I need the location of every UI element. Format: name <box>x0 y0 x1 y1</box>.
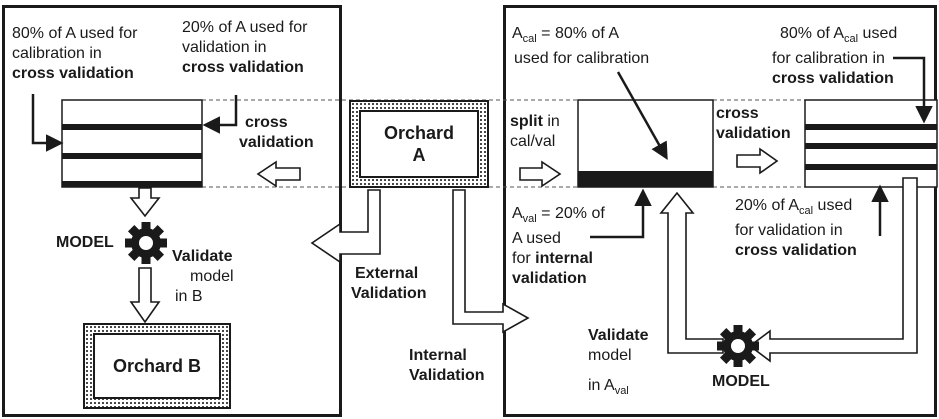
orchard-a-box: Orchard A <box>349 100 489 188</box>
orchard-b-box: Orchard B <box>83 323 231 409</box>
arrow-model-to-orchard-b <box>129 267 161 324</box>
right-cal-cv-note: 80% of Acal used for calibration in cros… <box>772 25 898 88</box>
left-val-note: 20% of A used for validation in cross va… <box>182 19 308 76</box>
aval-note: Aval = 20% of A used for internal valida… <box>512 205 605 288</box>
left-model-label: MODEL <box>56 234 114 251</box>
arrow-val-left <box>202 95 238 134</box>
right-cv-label: cross validation <box>716 105 791 142</box>
left-stripe-2 <box>62 153 202 159</box>
dashed-guides <box>202 99 805 188</box>
gear-icon <box>125 222 167 264</box>
left-stripe-1 <box>62 124 202 130</box>
arrow-acal <box>616 71 668 161</box>
thin-arrows <box>31 56 933 239</box>
gear-icon <box>717 325 759 367</box>
arrow-cal-right <box>893 56 933 124</box>
right-model-label: MODEL <box>712 373 770 390</box>
orchard-b-label: Orchard B <box>112 356 202 376</box>
arrow-cv-right <box>736 147 779 175</box>
arrow-cv-left <box>256 160 301 188</box>
arrow-internal <box>452 189 530 334</box>
arrow-cal-left <box>31 94 64 152</box>
right-cv-box <box>804 99 938 188</box>
split-label: split in cal/val <box>510 113 560 150</box>
split-dataset-box <box>577 99 714 188</box>
arrow-aval <box>590 188 652 239</box>
right-stripe-3 <box>805 164 937 170</box>
left-validate-note: Validate model in B <box>172 248 234 305</box>
right-val-cv-note: 20% of Acal used for validation in cross… <box>735 197 857 260</box>
right-stripe-1 <box>805 124 937 130</box>
external-validation-label: External Validation <box>351 265 427 302</box>
hollow-arrows <box>129 147 918 363</box>
validation-block <box>578 171 713 187</box>
arrow-model-to-validation <box>659 191 724 354</box>
left-cal-note: 80% of A used for calibration in cross v… <box>12 25 138 82</box>
right-stripe-2 <box>805 143 937 149</box>
acal-note: Acal = 80% of A used for calibration <box>512 25 650 68</box>
left-dataset-box <box>61 99 203 188</box>
arrow-box-to-model <box>129 187 161 218</box>
arrow-split <box>519 160 562 188</box>
internal-validation-label: Internal Validation <box>409 347 485 384</box>
orchard-a-line1: Orchard <box>383 123 455 143</box>
arrow-return-to-model <box>748 177 918 363</box>
right-validate-note: Validate model in Aval <box>588 327 649 398</box>
left-cv-label: cross validation <box>239 114 314 151</box>
arrow-external <box>310 189 381 264</box>
orchard-a-line2: A <box>412 145 426 165</box>
left-stripe-3 <box>62 181 202 187</box>
